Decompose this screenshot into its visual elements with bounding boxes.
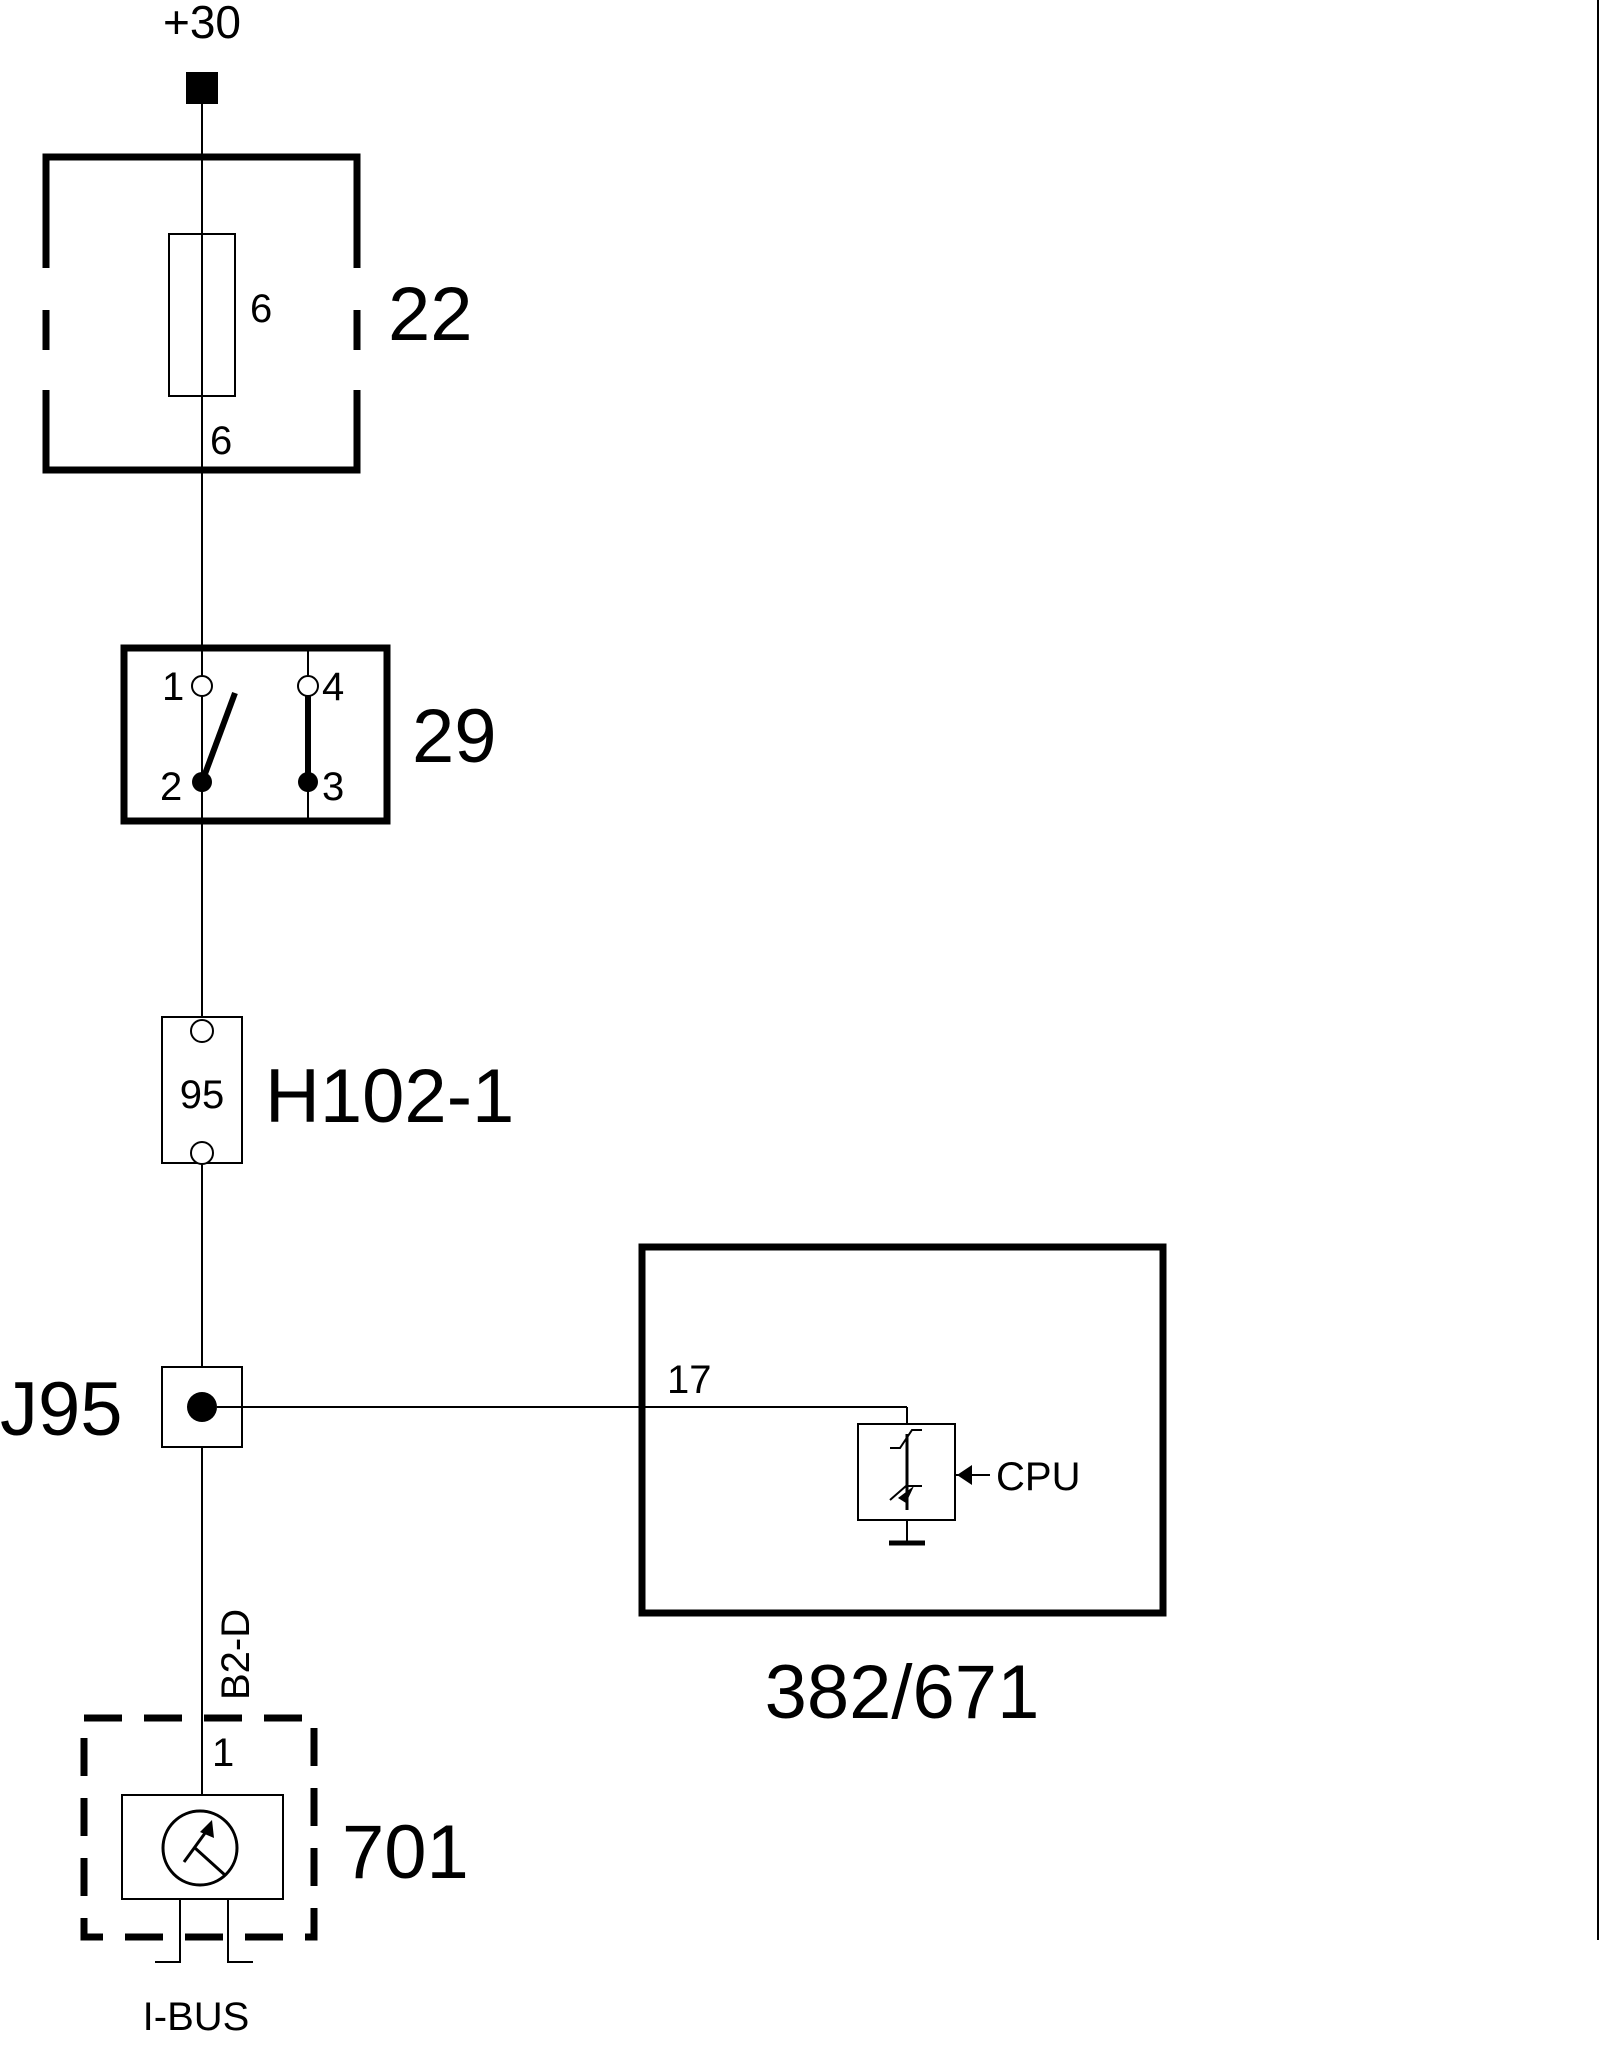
connector-id: H102-1 bbox=[265, 1054, 514, 1139]
control-unit-382-671: 17 CPU bbox=[638, 1243, 1167, 1617]
switch-pin-2-label: 2 bbox=[160, 765, 182, 809]
switch-pin-1-icon bbox=[191, 675, 213, 697]
connector-upper-pin-icon bbox=[190, 1019, 214, 1043]
control-unit-pin-label: 17 bbox=[667, 1358, 712, 1402]
switch-pin-3-icon bbox=[298, 772, 318, 792]
bus-lead-left bbox=[155, 1899, 181, 1963]
supply-terminal-icon bbox=[186, 72, 218, 104]
wire-label: B2-D bbox=[214, 1609, 258, 1700]
fuse-box-id: 22 bbox=[388, 272, 473, 357]
switch-pin-3-label: 3 bbox=[322, 765, 344, 809]
fuse-box-outline bbox=[42, 153, 361, 474]
sensor-needle-tail bbox=[193, 1846, 228, 1878]
sensor-701: 1 I-BUS bbox=[80, 1714, 318, 2039]
switch-contact-arm bbox=[199, 691, 238, 784]
fuse-box-22: 6 6 bbox=[42, 153, 361, 474]
bus-lead-right bbox=[227, 1899, 253, 1963]
switch-pin-1-label: 1 bbox=[162, 665, 184, 709]
cpu-label: CPU bbox=[996, 1455, 1080, 1499]
junction-j95 bbox=[161, 1366, 243, 1448]
sensor-box-outline bbox=[80, 1714, 318, 1941]
switch-pin-2-icon bbox=[192, 772, 212, 792]
fuse-number: 6 bbox=[250, 287, 272, 331]
connector-lower-pin-icon bbox=[190, 1141, 214, 1165]
connector-pin-label: 95 bbox=[180, 1073, 225, 1117]
sensor-needle-arrow-icon bbox=[200, 1820, 214, 1838]
switch-pin-4-label: 4 bbox=[322, 665, 344, 709]
connector-h102-1: 95 bbox=[161, 1016, 243, 1165]
bus-label: I-BUS bbox=[143, 1995, 250, 2039]
cpu-arrow-icon bbox=[957, 1465, 972, 1485]
fuse-pin-label: 6 bbox=[210, 419, 232, 463]
sensor-pin-label: 1 bbox=[212, 1731, 234, 1775]
switch-29: 1 2 4 3 bbox=[120, 644, 391, 825]
sensor-id: 701 bbox=[342, 1810, 469, 1895]
transistor-emitter-line bbox=[889, 1485, 922, 1501]
sensor-gauge-icon bbox=[161, 1809, 239, 1887]
junction-id: J95 bbox=[0, 1367, 123, 1452]
supply-label: +30 bbox=[163, 0, 241, 48]
control-unit-id: 382/671 bbox=[765, 1650, 1040, 1735]
switch-pin-4-icon bbox=[297, 675, 319, 697]
sensor-needle bbox=[182, 1828, 210, 1863]
transistor-collector-line bbox=[890, 1429, 922, 1449]
transistor-emitter-arrow-icon bbox=[898, 1486, 914, 1503]
switch-id: 29 bbox=[412, 694, 497, 779]
switch-outline bbox=[120, 644, 391, 825]
control-unit-outline bbox=[638, 1243, 1167, 1617]
junction-dot-icon bbox=[187, 1392, 217, 1422]
